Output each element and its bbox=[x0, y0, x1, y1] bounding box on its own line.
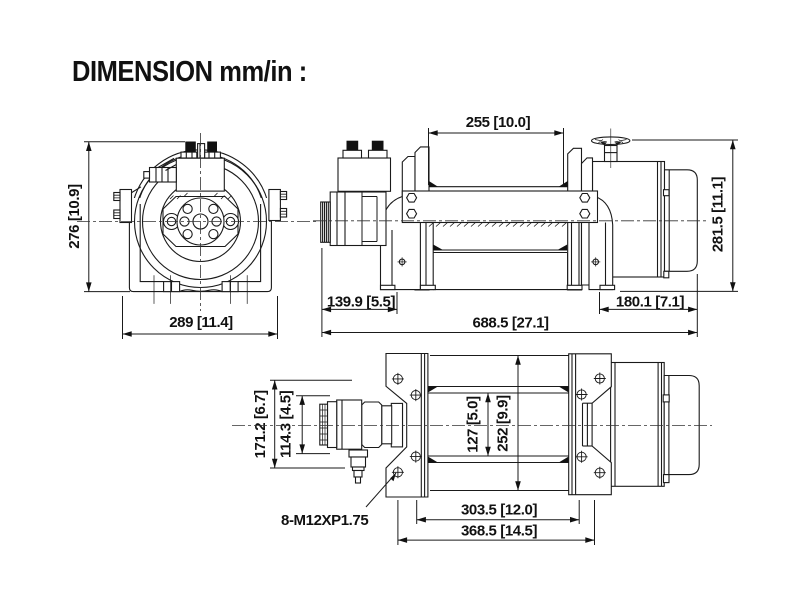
svg-text:303.5 [12.0]: 303.5 [12.0] bbox=[461, 502, 537, 519]
svg-text:281.5 [11.1]: 281.5 [11.1] bbox=[710, 176, 727, 252]
svg-text:8-M12XP1.75: 8-M12XP1.75 bbox=[281, 512, 368, 529]
svg-text:255 [10.0]: 255 [10.0] bbox=[466, 114, 531, 131]
svg-text:368.5 [14.5]: 368.5 [14.5] bbox=[461, 523, 537, 540]
svg-text:139.9 [5.5]: 139.9 [5.5] bbox=[327, 294, 396, 311]
svg-text:289 [11.4]: 289 [11.4] bbox=[169, 314, 233, 331]
svg-text:276 [10.9]: 276 [10.9] bbox=[66, 184, 83, 249]
svg-text:171.2 [6.7]: 171.2 [6.7] bbox=[252, 390, 269, 459]
svg-text:252 [9.9]: 252 [9.9] bbox=[495, 395, 512, 452]
svg-text:180.1 [7.1]: 180.1 [7.1] bbox=[616, 294, 685, 311]
svg-text:DIMENSION mm/in :: DIMENSION mm/in : bbox=[72, 54, 307, 87]
svg-text:127 [5.0]: 127 [5.0] bbox=[465, 396, 482, 453]
svg-text:114.3 [4.5]: 114.3 [4.5] bbox=[278, 390, 295, 458]
svg-text:688.5 [27.1]: 688.5 [27.1] bbox=[473, 315, 549, 332]
